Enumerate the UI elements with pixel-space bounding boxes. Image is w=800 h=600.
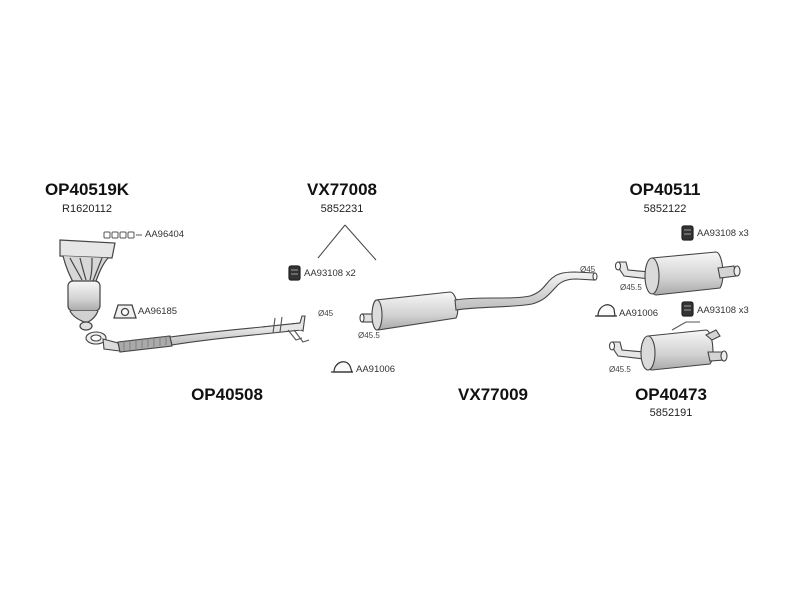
lower-rear-ref: 5852191 <box>649 407 693 419</box>
clamp-center-label: AA91006 <box>356 364 396 375</box>
middle-muffler-part <box>359 271 598 331</box>
gasket-set-icon <box>103 231 142 239</box>
lower-rear-muffler-part <box>608 321 728 371</box>
gasket-ring-icon <box>113 304 137 319</box>
gasket-ring-label: AA96185 <box>138 306 178 317</box>
manifold-code: OP40519K <box>44 180 130 199</box>
clamp-x3-upper-label: AA93108 x3 <box>697 228 749 239</box>
center-group-ref: 5852231 <box>320 203 364 215</box>
clamp-icon <box>288 265 301 281</box>
group-bracket-lines <box>317 224 377 261</box>
manifold-part <box>59 239 116 331</box>
u-clamp-icon <box>331 361 353 373</box>
diameter-middle-outlet: Ø45 <box>580 265 596 274</box>
diameter-lower-rear-inlet: Ø45.5 <box>609 365 631 374</box>
clamp-x3-lower-label: AA93108 x3 <box>697 305 749 316</box>
center-group-code: VX77008 <box>307 180 377 199</box>
front-pipe-part <box>85 315 310 353</box>
clamp-icon <box>681 301 694 317</box>
lower-rear-code: OP40473 <box>635 385 707 404</box>
u-clamp-icon <box>595 304 617 317</box>
clamp-x2-label: AA93108 x2 <box>304 268 356 279</box>
diameter-front-pipe-end: Ø45 <box>318 309 334 318</box>
clamp-right-label: AA91006 <box>619 308 659 319</box>
upper-rear-ref: 5852122 <box>643 203 687 215</box>
diameter-upper-rear-inlet: Ø45.5 <box>620 283 642 292</box>
clamp-icon <box>681 225 694 241</box>
manifold-ref: R1620112 <box>62 203 112 215</box>
upper-rear-muffler-part <box>614 251 741 296</box>
upper-rear-code: OP40511 <box>629 180 701 199</box>
middle-muffler-code: VX77009 <box>458 385 528 404</box>
front-pipe-code: OP40508 <box>191 385 263 404</box>
diameter-middle-inlet: Ø45.5 <box>358 331 380 340</box>
gasket-set-label: AA96404 <box>145 229 185 240</box>
